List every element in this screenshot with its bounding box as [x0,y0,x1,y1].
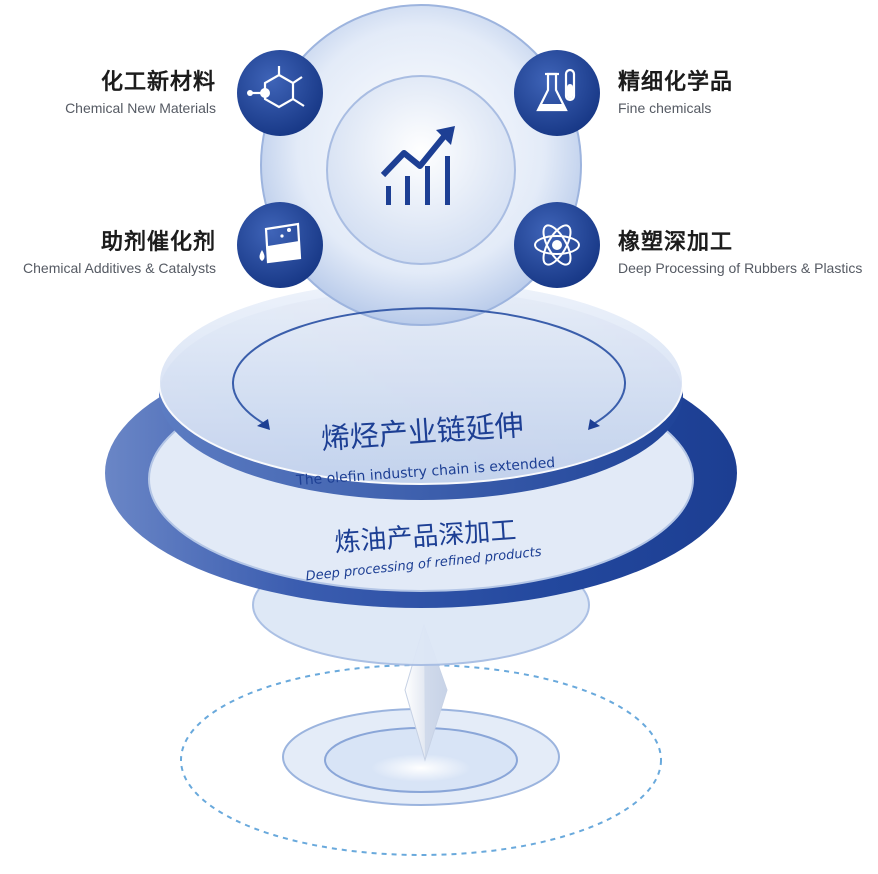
atom-icon [514,202,600,288]
category-title: 化工新材料 [100,69,216,94]
category-additives-catalysts: 助剂催化剂 Chemical Additives & Catalysts [23,228,216,278]
inner-sphere [326,75,516,265]
category-subtitle: Chemical New Materials [65,100,216,116]
category-subtitle: Deep Processing of Rubbers & Plastics [618,260,863,276]
category-chemical-new-materials: 化工新材料 Chemical New Materials [65,68,216,118]
category-fine-chemicals: 精细化学品 Fine chemicals [618,68,733,118]
dotted-orbit [180,664,662,856]
category-title: 橡塑深加工 [618,229,734,254]
flask-test-tube-icon [514,50,600,136]
category-subtitle: Chemical Additives & Catalysts [23,260,216,276]
molecule-structure-icon [237,50,323,136]
beaker-drop-icon [237,202,323,288]
category-title: 精细化学品 [618,69,734,94]
orbit-arrow-left [257,419,270,430]
orbit-arrow-right [588,419,600,430]
rising-bar-chart-icon [380,126,455,205]
category-subtitle: Fine chemicals [618,100,712,116]
ripple-glow [371,754,471,782]
category-rubber-plastics: 橡塑深加工 Deep Processing of Rubbers & Plast… [618,228,862,278]
category-title: 助剂催化剂 [100,229,216,254]
olefin-orbit [232,307,626,427]
